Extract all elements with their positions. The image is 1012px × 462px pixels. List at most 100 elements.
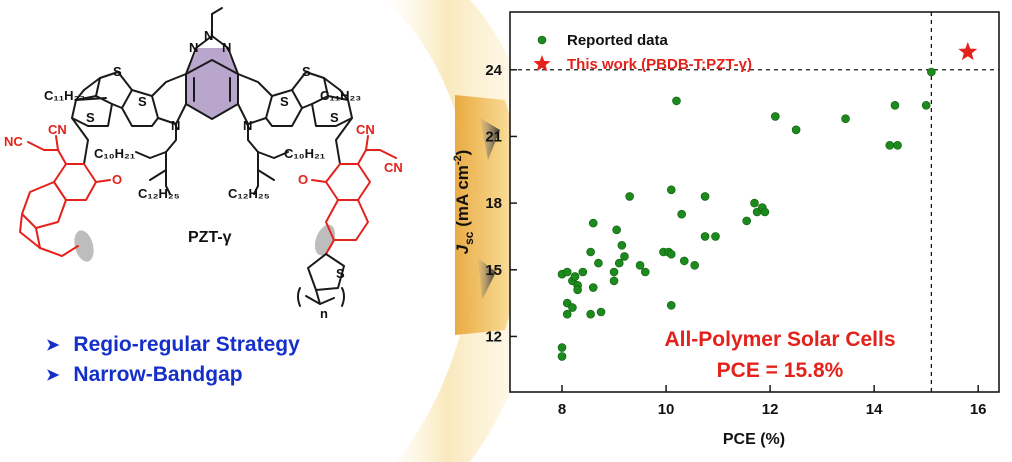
reported-data-point xyxy=(666,185,676,195)
y-tick-label: 12 xyxy=(485,328,502,345)
reported-data-point xyxy=(885,141,895,150)
reported-data-point xyxy=(700,192,710,201)
legend-label-reported: Reported data xyxy=(567,32,669,49)
x-tick-label: 8 xyxy=(558,401,566,418)
molecule-name: PZT-γ xyxy=(188,229,232,246)
reported-data-point xyxy=(791,125,801,135)
reported-data-point xyxy=(635,261,645,270)
y-label-sub: sc xyxy=(462,231,476,245)
reported-data-point xyxy=(614,258,624,268)
reported-data-point xyxy=(771,112,780,121)
atom-label-N1: N xyxy=(189,40,198,55)
reported-data-point xyxy=(750,198,759,208)
reported-data-point xyxy=(742,216,751,226)
reported-data-point xyxy=(588,218,598,228)
arrow-bullet-icon: ➤ xyxy=(46,367,60,384)
reported-data-point xyxy=(596,307,606,317)
benzotriazole-core-fill xyxy=(186,60,238,119)
atom-label-S5: S xyxy=(86,110,95,125)
atom-label-N5: N xyxy=(243,118,252,133)
this-work-point xyxy=(958,42,978,61)
reported-data-point xyxy=(666,301,676,310)
x-tick-label: 16 xyxy=(970,401,987,418)
reported-data-point xyxy=(760,207,770,217)
atom-label-N4: N xyxy=(171,118,180,133)
y-label-sup: -2 xyxy=(452,155,464,165)
annotation-line-2: PCE = 15.8% xyxy=(717,359,844,382)
reported-data-point xyxy=(573,285,582,295)
atom-label-S6: S xyxy=(330,110,339,125)
atom-label-N2: N xyxy=(204,28,213,43)
reported-data-point xyxy=(578,267,588,277)
branch-a-left: C₁₀H₂₁ xyxy=(94,146,135,161)
reported-data-point xyxy=(562,267,572,277)
y-tick-label: 21 xyxy=(485,128,502,145)
reported-data-point xyxy=(690,261,699,270)
oxo-right: O xyxy=(298,172,308,187)
feature-item: ➤ Regio-regular Strategy xyxy=(46,330,300,360)
y-axis-label: Jsc (mA cm-2) xyxy=(452,150,476,255)
reported-data-point xyxy=(700,232,710,241)
reported-data-point xyxy=(625,192,634,201)
nitrile-left-top: CN xyxy=(48,122,67,137)
branch-b-left: C₁₂H₂₅ xyxy=(138,186,180,201)
nitrile-right-side: CN xyxy=(384,160,403,175)
reported-data-point xyxy=(672,96,681,106)
atom-label-S4: S xyxy=(280,94,289,109)
reported-data-point xyxy=(612,225,621,235)
reported-data-point xyxy=(711,232,720,241)
x-tick-label: 12 xyxy=(762,401,779,418)
oxo-left: O xyxy=(112,172,122,187)
reported-data-point xyxy=(893,141,902,150)
y-label-close: ) xyxy=(453,150,472,156)
svg-text:Jsc (mA cm-2): Jsc (mA cm-2) xyxy=(452,150,476,255)
reported-data-point xyxy=(927,67,936,77)
atom-label-S3: S xyxy=(302,64,311,79)
annotation-line-1: All-Polymer Solar Cells xyxy=(664,328,895,351)
reported-data-point xyxy=(557,352,567,361)
branch-b-right: C₁₂H₂₅ xyxy=(228,186,270,201)
x-tick-label: 10 xyxy=(658,401,675,418)
side-chain-left: C₁₁H₂₃ xyxy=(44,88,85,103)
reported-data-point xyxy=(586,247,595,257)
reported-data-point xyxy=(620,252,629,261)
reported-data-point xyxy=(666,249,676,259)
reported-data-point xyxy=(557,343,567,352)
reported-data-point xyxy=(609,276,619,286)
repeat-n: n xyxy=(320,306,328,321)
reported-data-point xyxy=(586,309,595,319)
link-highlight-left xyxy=(74,230,94,262)
y-tick-label: 15 xyxy=(485,262,502,279)
legend-star-marker xyxy=(533,55,551,72)
reported-data-point xyxy=(570,272,580,281)
y-tick-label: 24 xyxy=(485,62,502,79)
reported-data-point xyxy=(640,267,650,277)
reported-data-point xyxy=(841,114,850,123)
y-label-units: (mA cm xyxy=(453,165,472,227)
reported-data-point xyxy=(609,267,619,277)
feature-item: ➤ Narrow-Bandgap xyxy=(46,360,300,390)
atom-label-S7: S xyxy=(336,266,345,281)
legend-label-this-work: This work (PBDB-T:PZT-γ) xyxy=(567,56,752,73)
legend-circle-marker xyxy=(537,35,547,45)
nitrile-left-side: NC xyxy=(4,134,23,149)
reported-data-point xyxy=(890,101,900,110)
feature-label: Regio-regular Strategy xyxy=(73,333,300,356)
arrow-bullet-icon: ➤ xyxy=(46,337,60,354)
reported-data-point xyxy=(617,241,627,250)
nitrile-right-top: CN xyxy=(356,122,375,137)
branch-a-right: C₁₀H₂₁ xyxy=(284,146,325,161)
reported-data-point xyxy=(562,309,572,319)
x-axis-label: PCE (%) xyxy=(723,431,785,448)
atom-label-N3: N xyxy=(222,40,231,55)
y-tick-label: 18 xyxy=(485,195,502,212)
feature-list: ➤ Regio-regular Strategy ➤ Narrow-Bandga… xyxy=(46,330,300,390)
side-chain-right: C₁₁H₂₃ xyxy=(320,88,361,103)
x-tick-label: 14 xyxy=(866,401,883,418)
feature-label: Narrow-Bandgap xyxy=(73,363,243,386)
reported-data-point xyxy=(921,101,931,110)
atom-label-S2: S xyxy=(138,94,147,109)
